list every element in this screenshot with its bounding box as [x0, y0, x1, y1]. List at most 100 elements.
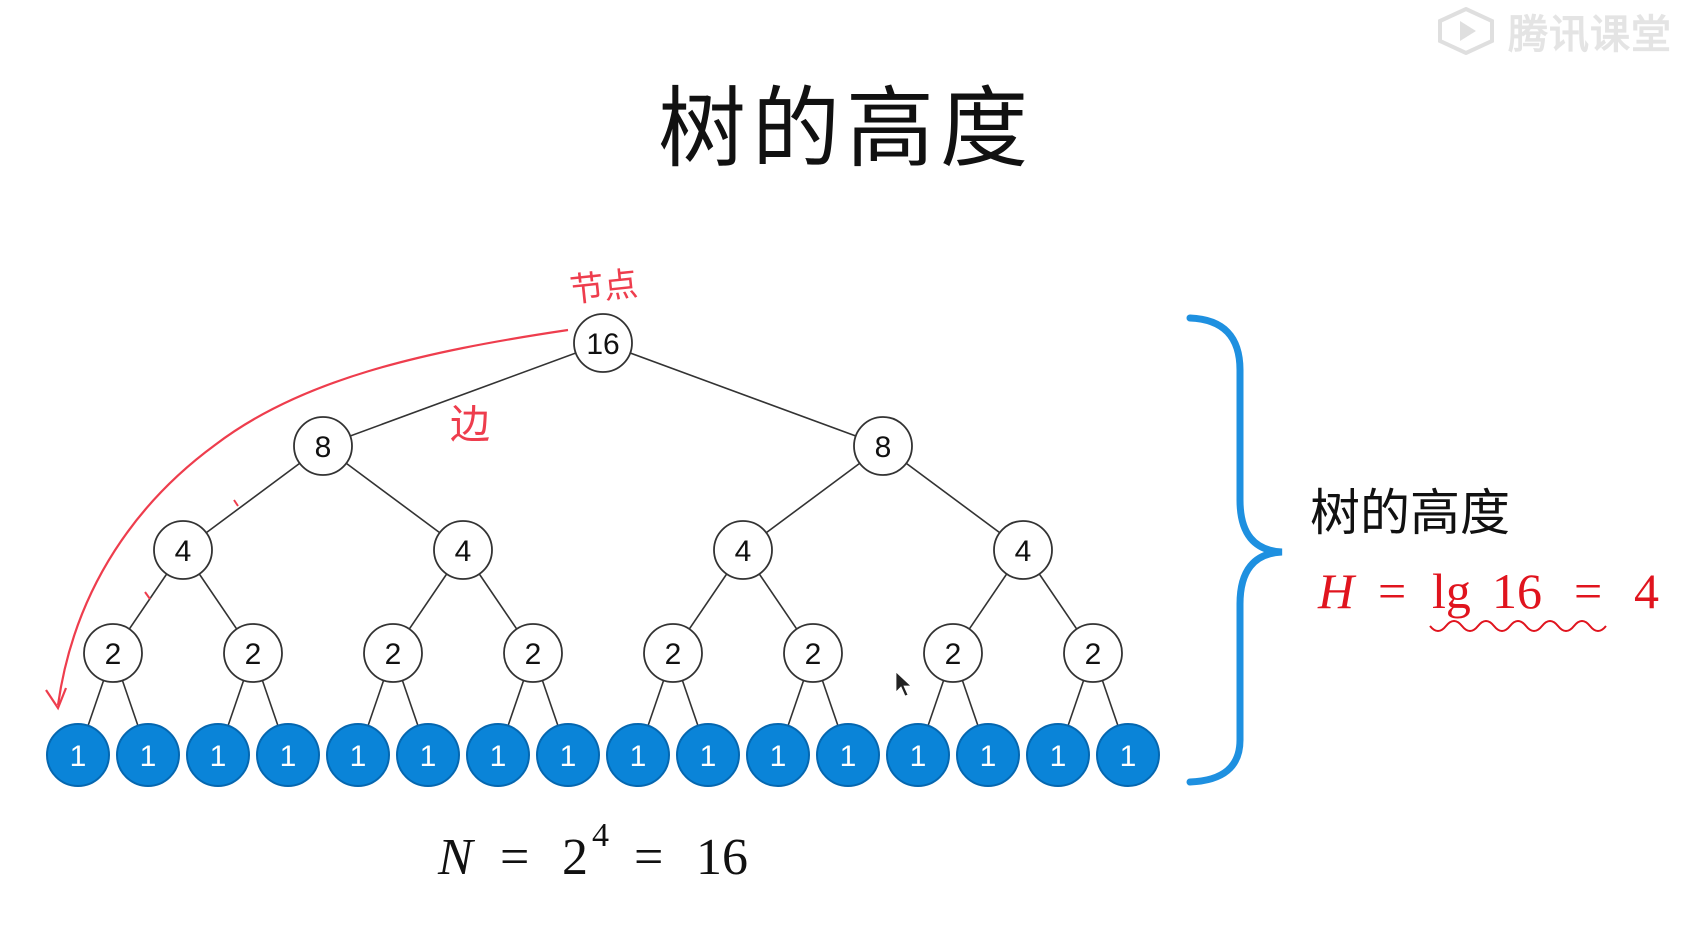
height-result: 4: [1634, 563, 1659, 619]
height-fn: lg: [1432, 563, 1471, 619]
tree-node: 2: [503, 623, 563, 683]
node-value: 1: [840, 740, 857, 773]
leaf-node: 1: [536, 723, 600, 787]
node-value: 1: [210, 740, 227, 773]
node-value: 1: [140, 740, 157, 773]
tree-node: 4: [713, 520, 773, 580]
play-logo-icon: [1438, 7, 1494, 55]
node-value: 2: [945, 638, 962, 671]
node-circle: [536, 723, 600, 787]
node-value: 2: [805, 638, 822, 671]
height-brace: [1186, 314, 1283, 786]
leaf-node: 1: [256, 723, 320, 787]
node-circle: [363, 623, 423, 683]
node-value: 2: [385, 638, 402, 671]
tick-mark: [144, 591, 151, 600]
tree-node: 4: [993, 520, 1053, 580]
leaf-node: 1: [116, 723, 180, 787]
node-circle: [886, 723, 950, 787]
tree-node: 2: [363, 623, 423, 683]
leaf-node: 1: [746, 723, 810, 787]
node-circle: [816, 723, 880, 787]
height-eq2: =: [1574, 563, 1602, 619]
leaf-node: 1: [1026, 723, 1090, 787]
node-circle: [293, 416, 353, 476]
handwritten-annotations: 节点 边: [45, 264, 640, 711]
node-circle: [606, 723, 670, 787]
node-circle: [256, 723, 320, 787]
node-value: 1: [420, 740, 437, 773]
node-value: 1: [70, 740, 87, 773]
node-circle: [466, 723, 530, 787]
node-value: 1: [490, 740, 507, 773]
count-result: 16: [696, 829, 748, 886]
tree-edges: [77, 342, 1129, 756]
height-arg: 16: [1492, 563, 1542, 619]
tree-node: 2: [83, 623, 143, 683]
node-value: 4: [455, 535, 472, 568]
node-circle: [853, 416, 913, 476]
node-value: 1: [280, 740, 297, 773]
node-value: 2: [105, 638, 122, 671]
node-circle: [713, 520, 773, 580]
leaf-node: 1: [606, 723, 670, 787]
tree-node: 4: [153, 520, 213, 580]
node-circle: [326, 723, 390, 787]
leaf-node: 1: [956, 723, 1020, 787]
leaf-node: 1: [396, 723, 460, 787]
node-value: 16: [586, 328, 619, 361]
node-circle: [643, 623, 703, 683]
node-circle: [993, 520, 1053, 580]
leaf-node: 1: [46, 723, 110, 787]
leaf-node: 1: [326, 723, 390, 787]
node-value: 4: [1015, 535, 1032, 568]
node-value: 1: [910, 740, 927, 773]
tick-mark: [233, 499, 239, 507]
node-circle: [153, 520, 213, 580]
watermark-brand: 腾讯课堂: [1508, 12, 1672, 58]
leaf-node: 1: [816, 723, 880, 787]
count-exp: 4: [592, 817, 609, 854]
node-circle: [923, 623, 983, 683]
tree-node: 8: [293, 416, 353, 476]
node-value: 1: [980, 740, 997, 773]
tree-node: 2: [1063, 623, 1123, 683]
tree-node: 4: [433, 520, 493, 580]
node-circle: [433, 520, 493, 580]
node-value: 1: [700, 740, 717, 773]
tree-node: 2: [643, 623, 703, 683]
count-base: 2: [562, 829, 588, 886]
node-value: 2: [1085, 638, 1102, 671]
node-value: 1: [350, 740, 367, 773]
tree-node: 16: [573, 313, 633, 373]
node-value: 1: [1120, 740, 1137, 773]
count-eq1: =: [500, 829, 529, 886]
node-circle: [746, 723, 810, 787]
arrow-head: [45, 687, 68, 711]
node-value: 4: [735, 535, 752, 568]
mouse-cursor-icon: [895, 671, 913, 697]
node-count-formula: N = 2 4 = 16: [437, 817, 748, 886]
count-var: N: [437, 829, 476, 886]
leaf-node: 1: [676, 723, 740, 787]
node-circle: [676, 723, 740, 787]
tree-node: 2: [223, 623, 283, 683]
node-circle: [186, 723, 250, 787]
tree-node: 8: [853, 416, 913, 476]
leaf-node: 1: [186, 723, 250, 787]
node-circle: [956, 723, 1020, 787]
node-value: 2: [245, 638, 262, 671]
leaf-node: 1: [1096, 723, 1160, 787]
node-value: 1: [560, 740, 577, 773]
node-value: 1: [630, 740, 647, 773]
node-value: 4: [175, 535, 192, 568]
watermark: 腾讯课堂: [1434, 2, 1672, 60]
node-value: 8: [875, 431, 892, 464]
node-value: 1: [1050, 740, 1067, 773]
leaf-node: 1: [466, 723, 530, 787]
node-value: 1: [770, 740, 787, 773]
tree-edge: [322, 342, 604, 447]
height-arrow: [56, 328, 569, 706]
